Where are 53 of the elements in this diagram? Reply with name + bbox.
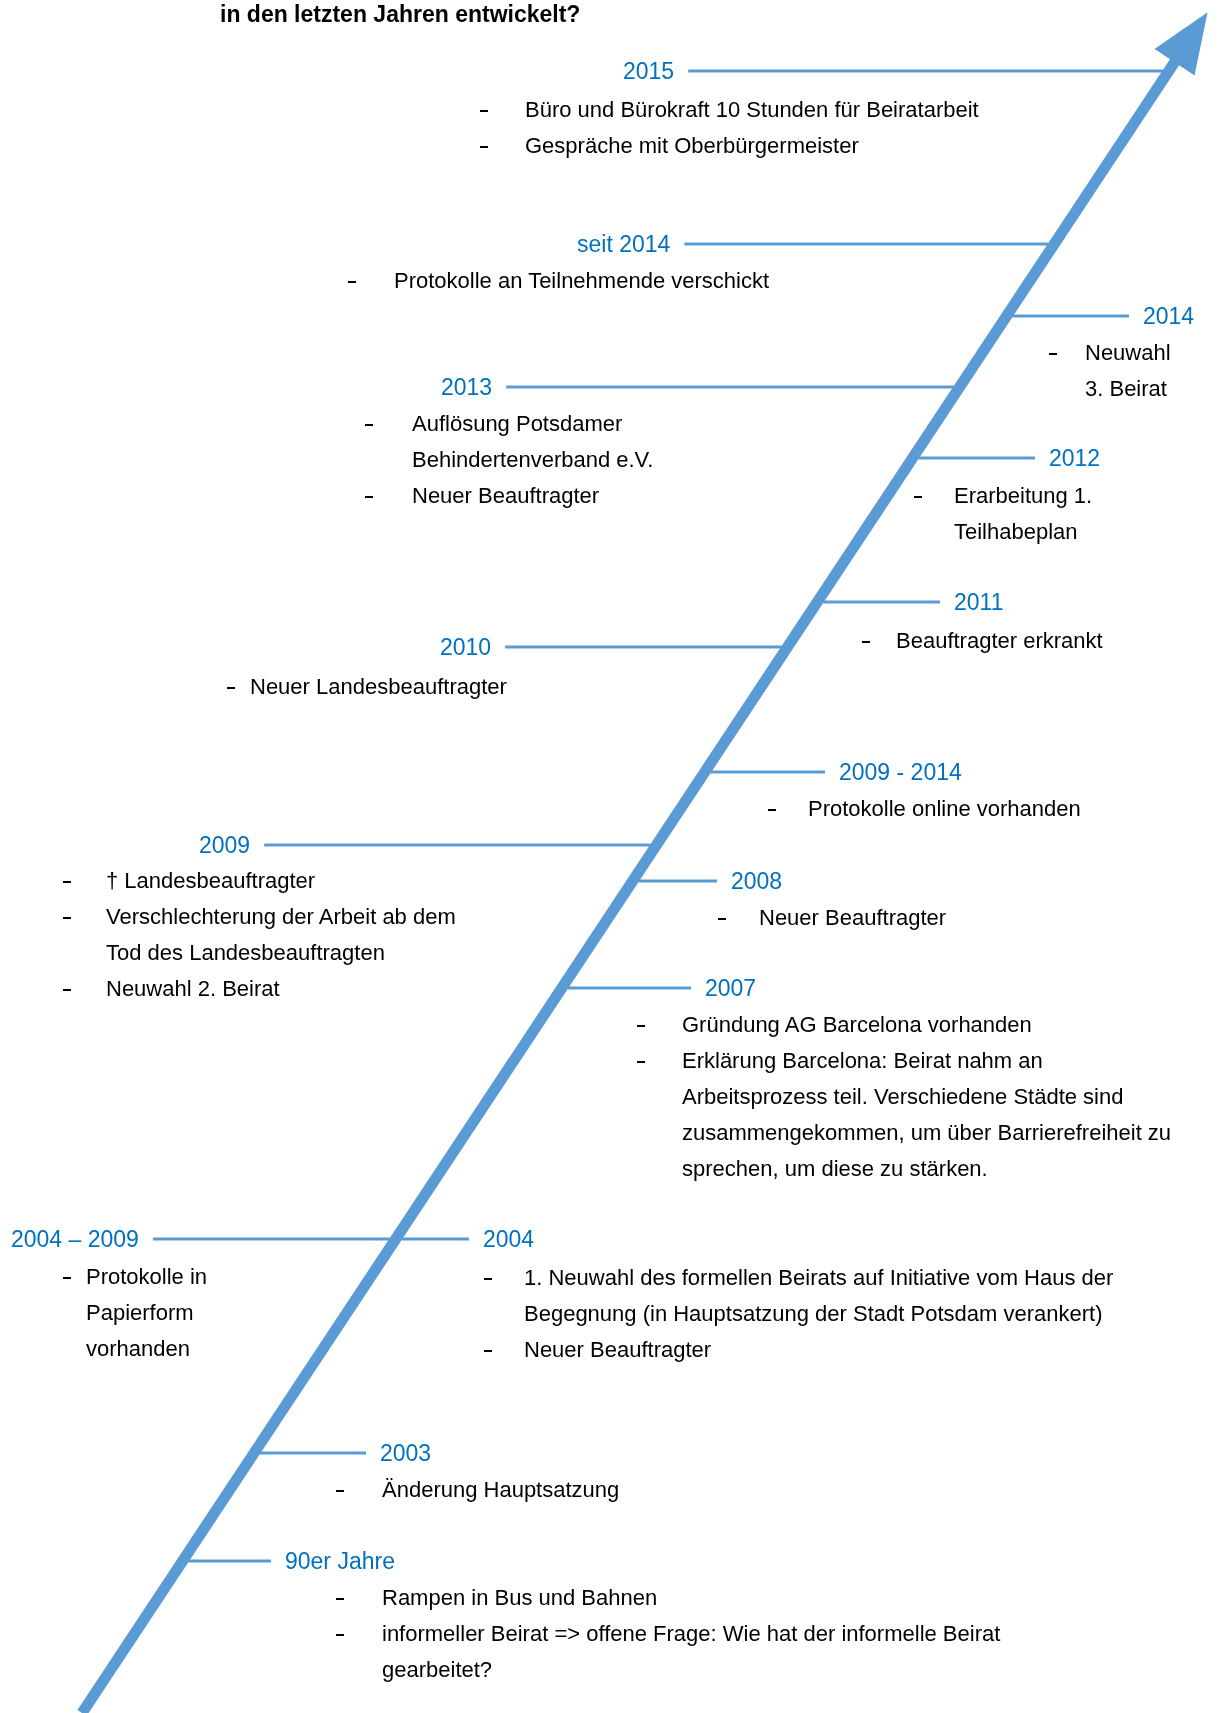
connector-line (264, 843, 651, 847)
timeline-item-text: Protokolle an Teilnehmende verschickt (394, 267, 771, 295)
year-label: 2012 (1049, 444, 1101, 472)
connector-line (684, 242, 1049, 246)
timeline-item-text: Gespräche mit Oberbürgermeister (525, 132, 860, 160)
year-label: 2015 (623, 57, 675, 85)
timeline-item-text: Rampen in Bus und Bahnen (382, 1584, 659, 1612)
connector-line (188, 1559, 271, 1563)
timeline-item-text: Protokolle online vorhanden (808, 795, 1082, 823)
year-label: 2007 (705, 974, 757, 1002)
connector-line (401, 1237, 469, 1241)
year-label: 2004 – 2009 (11, 1225, 139, 1253)
year-label: 2014 (1143, 302, 1195, 330)
connector-line (918, 456, 1035, 460)
connector-line (567, 986, 691, 990)
timeline-item-text: Verschlechterung der Arbeit ab dem Tod des Landesbeauftragten (106, 903, 457, 967)
timeline-item-text: Neuwahl 3. Beirat (1085, 339, 1172, 403)
year-label: 2008 (731, 867, 783, 895)
timeline-item-text: Erklärung Barcelona: Beirat nahm an Arbeitsprozess teil. Verschiedene Städte sind zusammengekommen, um über Barrierefreiheit zu sprechen, um diese zu stärken. (682, 1047, 1173, 1183)
connector-line (152, 1237, 390, 1241)
connector-line (688, 69, 1163, 73)
year-label: seit 2014 (577, 230, 671, 258)
year-label: 2010 (440, 633, 492, 661)
timeline-item-text: Neuwahl 2. Beirat (106, 975, 281, 1003)
timeline-item-text: Änderung Hauptsatzung (382, 1476, 621, 1504)
diagram-title: in den letzten Jahren entwickelt? (220, 0, 581, 28)
year-label: 2011 (954, 588, 1004, 616)
connector-line (823, 600, 940, 604)
connector-line (506, 385, 954, 389)
year-label: 2004 (483, 1225, 535, 1253)
timeline-item-text: † Landesbeauftragter (106, 867, 317, 895)
timeline-item-text: 1. Neuwahl des formellen Beirats auf Initiative vom Haus der Begegnung (in Hauptsatzung der Stadt Potsdam verankert) (524, 1264, 1115, 1328)
connector-line (638, 879, 717, 883)
connector-line (1012, 314, 1129, 318)
year-label: 2003 (380, 1439, 432, 1467)
timeline-item-text: Auflösung Potsdamer Behindertenverband e.V. (412, 410, 655, 474)
timeline-item-text: Büro und Bürokraft 10 Stunden für Beiratarbeit (525, 96, 980, 124)
timeline-item-text: informeller Beirat => offene Frage: Wie hat der informelle Beirat gearbeitet? (382, 1620, 1002, 1684)
timeline-item-text: Protokolle in Papierform vorhanden (86, 1263, 209, 1363)
connector-line (505, 645, 782, 649)
timeline-item-text: Beauftragter erkrankt (896, 627, 1104, 655)
timeline-item-text: Erarbeitung 1. Teilhabeplan (954, 482, 1094, 546)
timeline-item-text: Gründung AG Barcelona vorhanden (682, 1011, 1033, 1039)
timeline-item-text: Neuer Beauftragter (524, 1336, 713, 1364)
timeline-item-text: Neuer Beauftragter (412, 482, 601, 510)
year-label: 90er Jahre (285, 1547, 395, 1575)
timeline-item-text: Neuer Landesbeauftragter (250, 673, 508, 701)
year-label: 2013 (441, 373, 493, 401)
connector-line (260, 1451, 366, 1455)
year-label: 2009 (199, 831, 251, 859)
connector-line (710, 770, 825, 774)
timeline-item-text: Neuer Beauftragter (759, 904, 948, 932)
year-label: 2009 - 2014 (839, 758, 962, 786)
